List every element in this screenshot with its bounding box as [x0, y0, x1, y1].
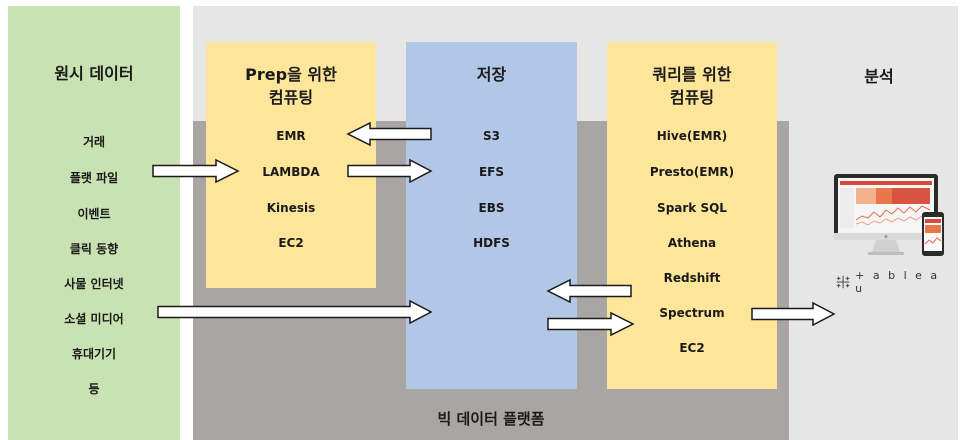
raw-data-panel: 원시 데이터 거래 플랫 파일 이벤트 클릭 동향 사물 인터넷 소셜 미디어 … — [8, 6, 180, 440]
tableau-mark-icon — [836, 275, 850, 289]
raw-data-item: 클릭 동향 — [69, 242, 119, 256]
query-title-line1: 쿼리를 위한 — [652, 65, 732, 84]
query-item: Spark SQL — [657, 201, 727, 215]
storage-item: S3 — [483, 129, 500, 143]
query-title-line2: 컴퓨팅 — [669, 88, 715, 107]
arrow-storage-to-spectrum-icon — [547, 311, 635, 337]
raw-data-item: 등 — [88, 382, 100, 396]
query-item: Hive(EMR) — [656, 129, 728, 143]
raw-data-title: 원시 데이터 — [54, 64, 134, 83]
prep-item: EC2 — [278, 236, 304, 250]
tableau-wordmark: + a b l e a u — [855, 269, 940, 295]
query-item: Spectrum — [659, 306, 725, 320]
storage-title: 저장 — [476, 65, 507, 84]
query-item: Redshift — [663, 271, 721, 285]
tableau-logo: + a b l e a u — [835, 269, 945, 295]
analysis-devices-icon — [832, 172, 948, 262]
arrow-redshift-to-storage-icon — [546, 278, 632, 304]
raw-data-item: 소셜 미디어 — [64, 312, 124, 326]
prep-item: Kinesis — [266, 201, 316, 215]
prep-title-line2: 컴퓨팅 — [268, 88, 314, 107]
query-item: Athena — [667, 236, 717, 250]
arrow-social-to-storage-icon — [157, 299, 433, 325]
prep-item: EMR — [276, 129, 306, 143]
prep-title-line1: Prep을 위한 — [245, 65, 337, 84]
raw-data-item: 거래 — [82, 135, 106, 149]
storage-panel: 저장 S3 EFS EBS HDFS — [406, 42, 577, 389]
arrow-flatfile-to-lambda-icon — [152, 158, 240, 184]
query-compute-panel: 쿼리를 위한 컴퓨팅 Hive(EMR) Presto(EMR) Spark S… — [607, 42, 777, 389]
raw-data-item: 이벤트 — [77, 207, 111, 221]
arrow-s3-to-emr-icon — [346, 121, 432, 147]
query-item: Presto(EMR) — [649, 165, 735, 179]
arrow-lambda-to-efs-icon — [347, 158, 433, 184]
storage-item: EFS — [478, 165, 505, 179]
prep-item: LAMBDA — [262, 165, 320, 179]
raw-data-item: 휴대기기 — [71, 347, 117, 361]
raw-data-item: 사물 인터넷 — [64, 277, 124, 291]
query-item: EC2 — [679, 341, 705, 355]
arrow-spectrum-to-analysis-icon — [751, 301, 836, 327]
big-data-platform-label: 빅 데이터 플랫폼 — [437, 410, 545, 428]
storage-item: EBS — [478, 201, 505, 215]
storage-item: HDFS — [473, 236, 510, 250]
analysis-title: 분석 — [864, 67, 894, 86]
raw-data-item: 플랫 파일 — [69, 171, 119, 185]
